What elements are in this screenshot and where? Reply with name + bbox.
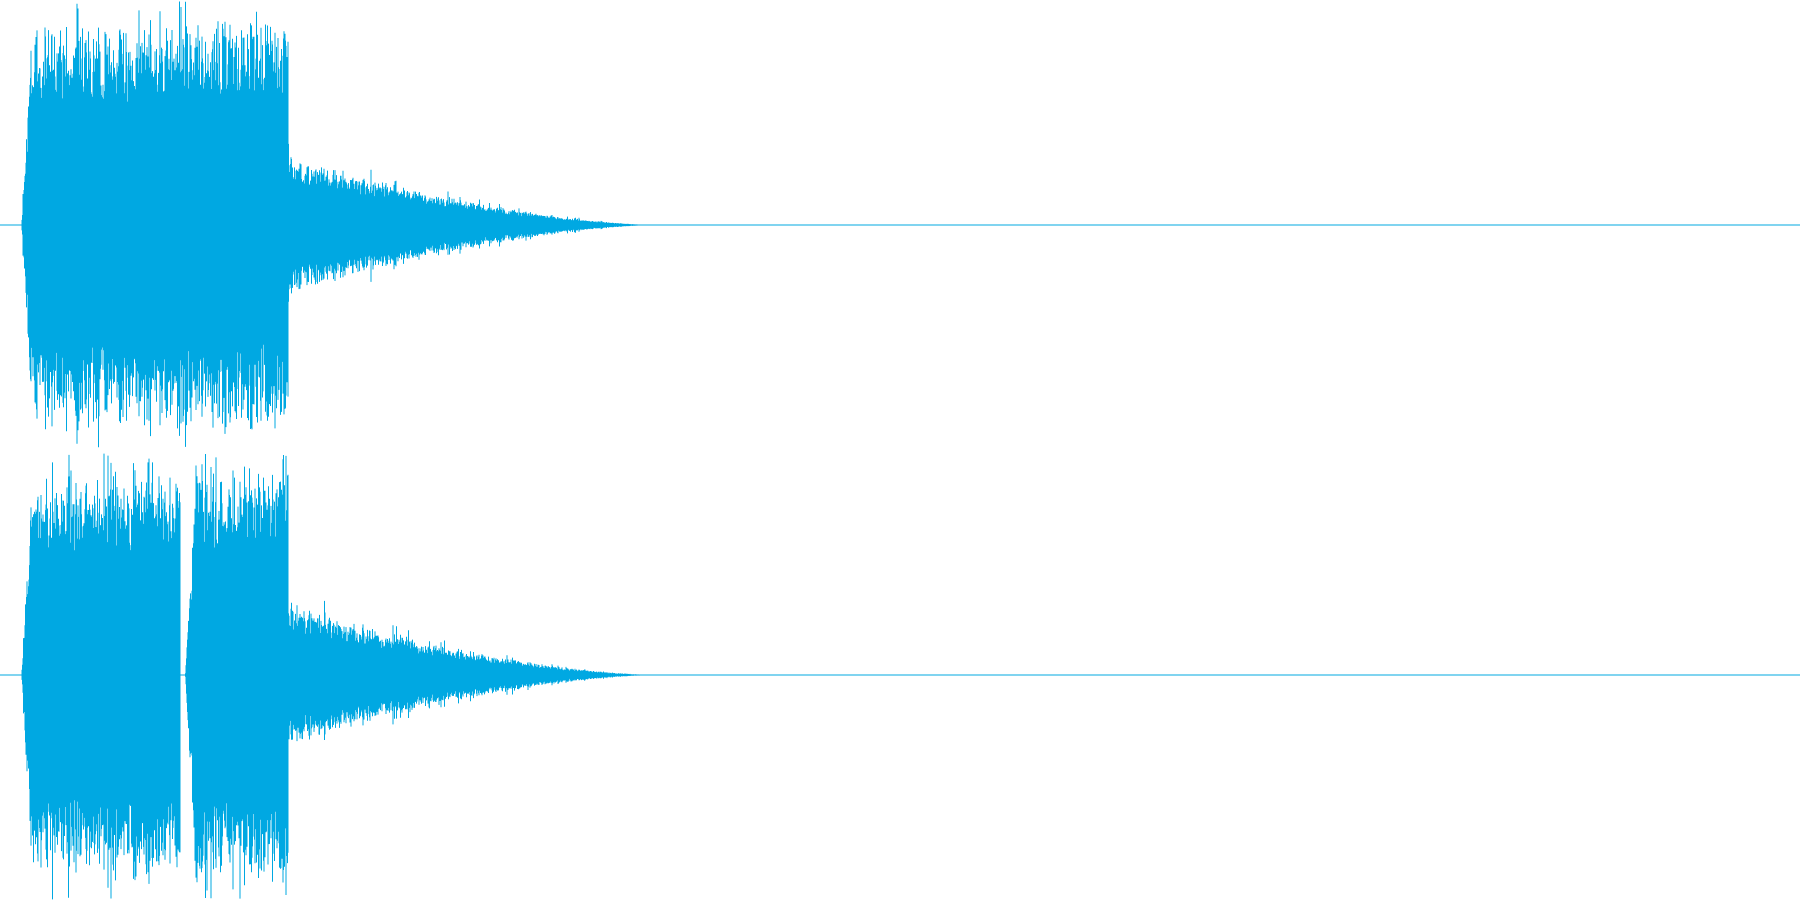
channel-2-signal [21, 453, 653, 900]
channel-1-signal [21, 1, 653, 448]
channel-1-waveform [0, 1, 1800, 448]
channel-1-track[interactable] [0, 0, 1800, 450]
channel-2-waveform [0, 453, 1800, 900]
channel-2-track[interactable] [0, 450, 1800, 900]
